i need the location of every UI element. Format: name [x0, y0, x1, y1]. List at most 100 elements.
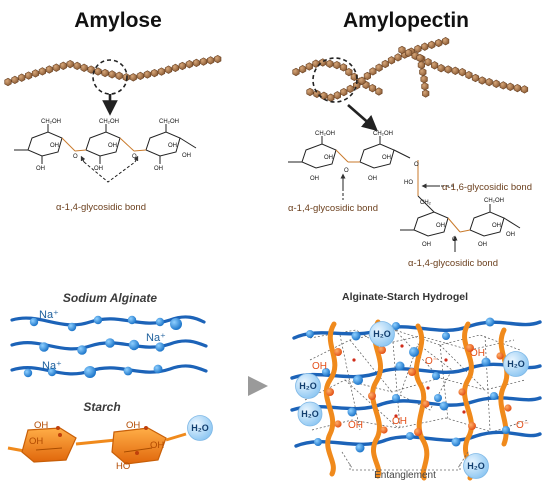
glucose-bead [444, 65, 452, 74]
glucose-bead [465, 70, 473, 80]
amylose-ch2oh-1: CH₂OH [41, 119, 61, 125]
amylopectin-structure [288, 136, 521, 252]
amylopectin-o-link: O [344, 168, 349, 174]
amylose-oh-end: OH [182, 153, 191, 159]
amylopectin-bead-chain [292, 37, 529, 102]
na-ion-2: Na⁺ [146, 332, 166, 344]
glucose-bead [199, 57, 208, 66]
hydrogel-water-3: H₂O [507, 359, 525, 369]
glucose-bead [108, 70, 116, 79]
process-arrow [190, 376, 268, 396]
glucose-bead [164, 65, 173, 74]
glucose-bead [136, 71, 144, 81]
amylopectin-ho: HO [404, 180, 413, 186]
amylopectin-oh-5: OH [436, 223, 445, 229]
glucose-bead [207, 56, 215, 65]
na-ion-1: Na⁺ [39, 309, 59, 321]
glucose-bead [115, 71, 123, 80]
glucose-bead [59, 61, 67, 70]
glucose-bead [375, 63, 383, 72]
amylopectin-oh-4: OH [368, 176, 377, 182]
amylopectin-ch2: CH₂ [420, 200, 432, 206]
amylopectin-zoom-arrow [347, 104, 378, 132]
amylopectin-oh-3: OH [382, 155, 391, 161]
glucose-bead [305, 62, 313, 71]
glucose-bead [492, 79, 500, 88]
starch-ho: HO [116, 461, 130, 472]
glucose-bead [398, 45, 406, 55]
sodium-alginate-title: Sodium Alginate [63, 291, 158, 305]
amylopectin-ch2oh-2: CH₂OH [373, 131, 393, 137]
starch-oh-1: OH [34, 420, 48, 431]
entanglement-label: Entanglement [374, 470, 436, 481]
glucose-bead [422, 89, 430, 98]
amylose-ch2oh-2: CH₂OH [99, 119, 119, 125]
glucose-bead [435, 38, 443, 48]
amylopectin-oh-end: OH [506, 232, 515, 238]
hydrogel-title: Alginate-Starch Hydrogel [342, 291, 468, 303]
glucose-bead [442, 37, 450, 46]
glucose-bead [129, 73, 137, 82]
glucose-bead [150, 68, 159, 78]
amylose-o-link-1: O [73, 154, 78, 160]
amylopectin-oh-8: OH [478, 242, 487, 248]
glucose-bead [52, 63, 60, 72]
glucose-bead [499, 81, 507, 90]
glucose-bead [369, 67, 377, 76]
glucose-bead [485, 77, 493, 87]
hydrogel-oh-4: OH [470, 348, 485, 359]
glucose-bead [292, 67, 300, 77]
hydrogel-water-4: H₂O [301, 409, 319, 419]
starch-oh-4: OH [150, 440, 164, 451]
glucose-bead [101, 68, 109, 78]
glucose-bead [299, 65, 307, 74]
glucose-bead [339, 63, 348, 72]
amylose-ch2oh-3: CH₂OH [159, 119, 179, 125]
glucose-bead [428, 40, 436, 50]
glucose-bead [520, 85, 529, 94]
amylose-oh-3: OH [108, 143, 117, 149]
amylose-bond-hint-right [133, 155, 139, 163]
glucose-bead [11, 75, 19, 85]
glucose-bead [381, 59, 389, 69]
starch-rings [7, 427, 187, 465]
glucose-bead [405, 48, 413, 58]
glucose-bead [4, 77, 12, 87]
glucose-bead [333, 91, 341, 100]
glucose-bead [437, 64, 445, 73]
glucose-bead [45, 65, 53, 74]
amylose-bead-chain [4, 54, 222, 87]
glucose-bead [346, 84, 354, 94]
glucose-bead [192, 58, 200, 68]
glucose-bead [471, 73, 480, 83]
amylopectin-oh-6: OH [422, 242, 431, 248]
glucose-bead [171, 63, 179, 73]
amylopectin-oh-2: OH [310, 176, 319, 182]
starch-oh-2: OH [29, 436, 43, 447]
glucose-bead [157, 67, 166, 76]
hydrogel-water-1: H₂O [373, 329, 391, 339]
glucose-bead [458, 68, 466, 77]
hydrogel-o-minus-2: O⁻ [516, 420, 529, 431]
glucose-bead [417, 60, 425, 70]
glucose-bead [506, 82, 514, 91]
amylopectin-bond-label-right: α-1,6-glycosidic bond [442, 182, 532, 193]
amylopectin-o-link-2: O [452, 237, 457, 243]
glucose-bead [94, 67, 102, 76]
glucose-bead [327, 93, 335, 102]
amylose-bond-hint-left [80, 155, 86, 163]
glucose-bead [414, 44, 422, 54]
amylose-oh-2: OH [36, 166, 45, 172]
amylose-zoom-circle [92, 59, 128, 95]
starch-oh-3: OH [126, 420, 140, 431]
starch-water-bubble [187, 415, 213, 441]
amylose-oh-1: OH [50, 143, 59, 149]
glucose-bead [478, 76, 486, 85]
glucose-bead [513, 83, 521, 93]
hydrogel-water-5: H₂O [467, 461, 485, 471]
starch-o-dots [56, 426, 148, 455]
glucose-bead [214, 54, 222, 64]
glucose-bead [368, 84, 377, 93]
